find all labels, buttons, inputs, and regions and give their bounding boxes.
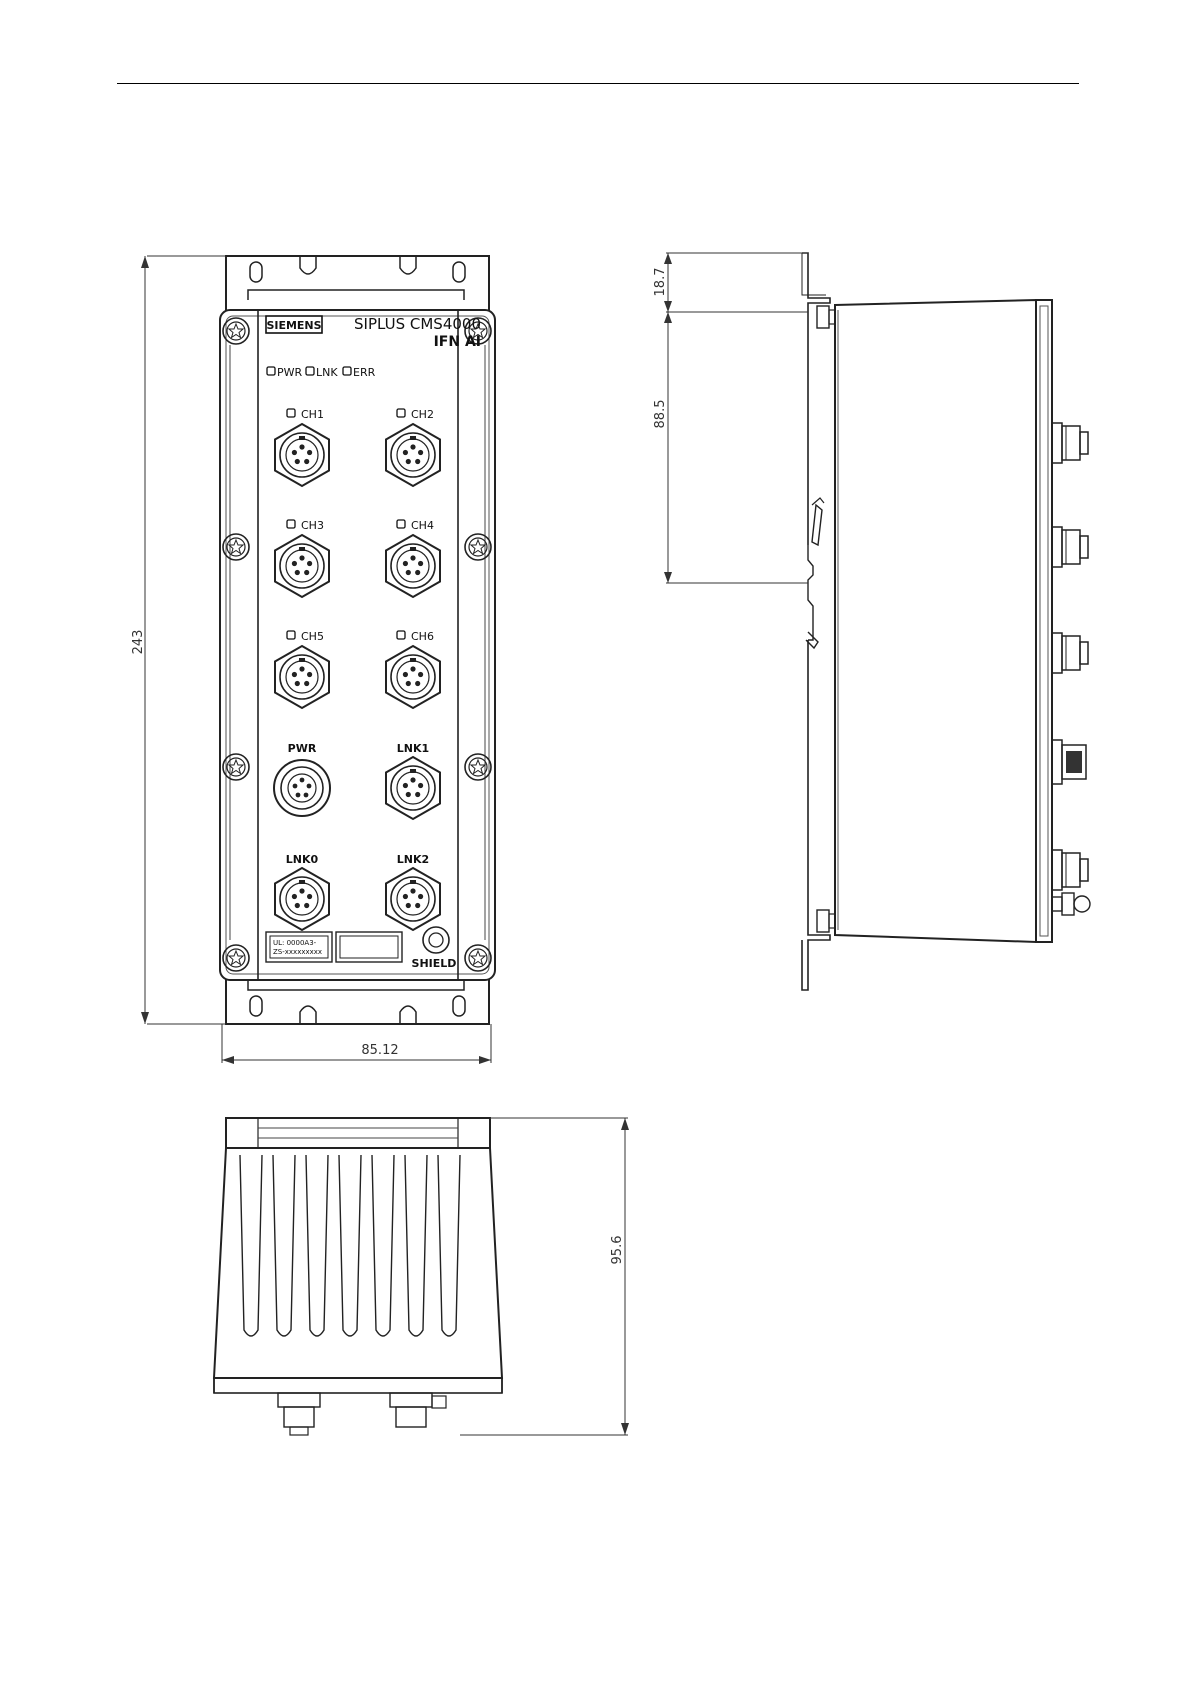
shield-label: SHIELD — [412, 957, 457, 970]
channel-label: CH6 — [411, 630, 434, 643]
product-variant: IFN AI — [434, 334, 481, 350]
channel-label: CH5 — [301, 630, 324, 643]
port-pwr-label: PWR — [288, 742, 317, 755]
dim-height: 243 — [131, 630, 146, 655]
channel-label: CH3 — [301, 519, 324, 532]
side-view — [802, 253, 1090, 990]
status-leds: PWR LNK ERR — [267, 366, 376, 379]
led-lnk-label: LNK — [316, 366, 338, 379]
led-pwr-label: PWR — [277, 366, 303, 379]
dim-side-mid: 88.5 — [653, 400, 668, 429]
dim-width: 85.12 — [361, 1043, 398, 1058]
bottom-dimensions — [460, 1118, 629, 1435]
type-label-line2: ZS-xxxxxxxxx — [273, 948, 322, 956]
port-lnk0-label: LNK0 — [286, 853, 319, 866]
bottom-view — [214, 1118, 502, 1435]
dim-side-top: 18.7 — [653, 268, 668, 297]
port-lnk1-label: LNK1 — [397, 742, 429, 755]
channel-label: CH2 — [411, 408, 434, 421]
type-label-line1: UL: 0000A3- — [273, 939, 317, 947]
brand-logo: SIEMENS — [266, 319, 321, 332]
side-dimensions — [664, 253, 808, 583]
channel-label: CH4 — [411, 519, 434, 532]
dim-bottom-depth: 95.6 — [610, 1236, 625, 1265]
led-err-label: ERR — [353, 366, 376, 379]
product-name: SIPLUS CMS4000 — [354, 315, 481, 333]
port-lnk2-label: LNK2 — [397, 853, 429, 866]
channel-label: CH1 — [301, 408, 324, 421]
